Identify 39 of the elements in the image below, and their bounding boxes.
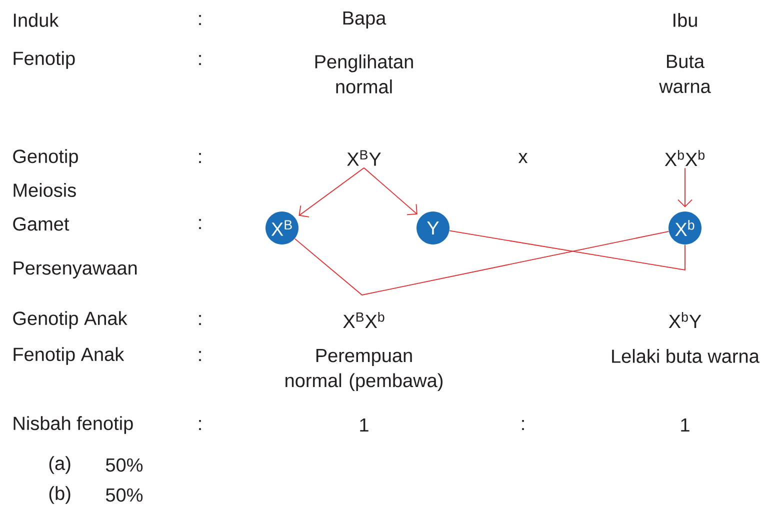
label-text: Bapa [343,12,386,28]
fusion-line [294,230,670,296]
label-text: Fenotip [14,51,75,69]
label-text: X$^{B}$X$^{b}$ [343,312,384,328]
label-text: (b) [49,486,70,504]
label-text: : [199,152,201,163]
label-text: : [199,314,201,325]
label-text: : [199,54,201,65]
label-text: : [199,420,201,430]
label-text: : [199,14,201,25]
arrow [678,168,692,208]
label-text: Gamet [13,217,70,231]
label-text: 50% [106,458,143,472]
label-text: x [518,152,528,163]
label-text: Persenyawaan [14,262,137,278]
label-text: Induk [14,13,59,27]
label-text: Ibu [674,13,697,27]
label-text: Penglihatan normal [315,54,413,94]
label-text: Lelaki buta warna [612,349,760,363]
label-text: : [522,420,524,430]
label-text: Buta warna [659,54,711,94]
fusion-line [449,230,686,271]
label-text: Genotip [13,149,78,167]
arrow [298,167,364,218]
arrow [364,167,418,216]
label-text: : [199,218,201,229]
label-text: X$^{b}$Y [668,312,702,328]
genotype-text: X$^{b}$X$^{b}$ [664,150,704,166]
label-text: Perempuan normal (pembawa) [286,348,442,391]
label-text: Fenotip Anak [14,347,124,365]
label-text: 1 [360,418,368,432]
label-text: Nisbah fenotip [14,416,133,434]
label-text: (a) [49,456,70,474]
label-text: 1 [681,418,690,432]
label-text: Meiosis [14,183,76,197]
label-text: Genotip Anak [13,311,128,329]
label-text: 50% [106,488,143,502]
genotype-text: X$^{B}$Y [347,150,381,166]
label-text: : [199,350,201,361]
